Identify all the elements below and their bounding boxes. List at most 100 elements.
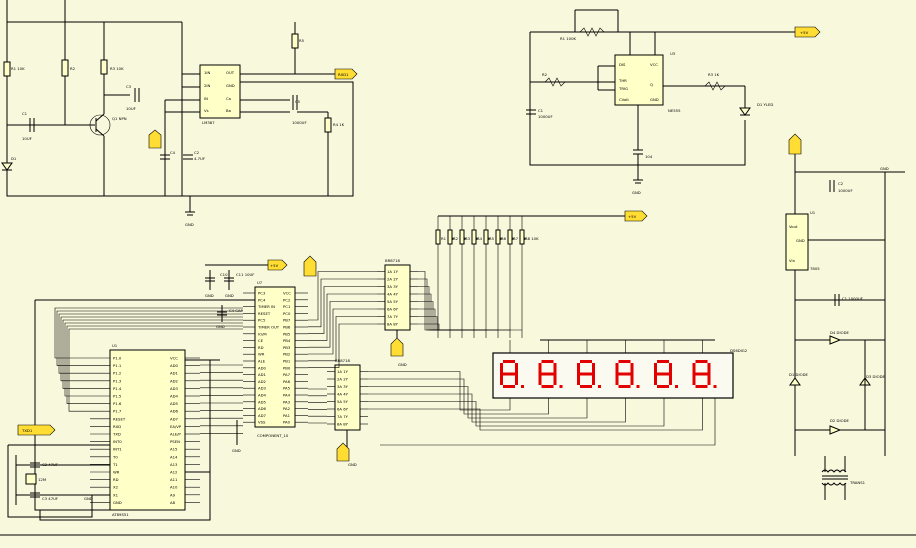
bus-wire bbox=[418, 316, 510, 331]
display-name: DS6DIG2 bbox=[730, 348, 748, 353]
pullup-resistor bbox=[447, 229, 453, 245]
mcu-pin-label: P1.3 bbox=[113, 378, 122, 383]
bus-wire bbox=[308, 308, 377, 355]
amp-pin: Ca bbox=[226, 96, 231, 101]
segment bbox=[553, 374, 557, 385]
bus-wire bbox=[368, 371, 511, 411]
io-pin-label: PB6 bbox=[283, 325, 291, 330]
net-vcc-pullup bbox=[624, 210, 648, 222]
net-label-tx-text: TXD1 bbox=[21, 428, 33, 433]
gnd-label: GND bbox=[632, 190, 641, 195]
mcu-pin-label: AD7 bbox=[170, 416, 179, 421]
net-vcc-marker-2 bbox=[303, 255, 317, 277]
cap-label-c5-value: 1000UF bbox=[292, 120, 307, 125]
mcu-pin-label: GND bbox=[113, 500, 122, 505]
buffer-row-label: 1A 1Y bbox=[337, 369, 349, 374]
amp-pin: OUT bbox=[226, 70, 235, 75]
segment bbox=[541, 372, 554, 376]
segment bbox=[692, 363, 696, 374]
mcu-pin-label: AD2 bbox=[170, 378, 179, 383]
resistor-label-r1: R1 10K bbox=[11, 66, 25, 71]
decimal-point bbox=[713, 385, 717, 388]
io-pin-label: PB7 bbox=[283, 318, 291, 323]
buffer-row-label: 7A 7Y bbox=[337, 414, 349, 419]
mcu-pin-label: X1 bbox=[113, 492, 119, 497]
resistor-label-r3: R3 10K bbox=[110, 66, 124, 71]
io-pin-label: AD5 bbox=[258, 399, 267, 404]
mcu-pin-label: P1.0 bbox=[113, 356, 122, 361]
mcu-pin-label: A13 bbox=[170, 462, 178, 467]
mcu-pin-label: A12 bbox=[170, 470, 178, 475]
amp-pin: GND bbox=[226, 83, 235, 88]
io-pin-label: PA4 bbox=[283, 393, 291, 398]
amp-chip-name: LM387 bbox=[202, 120, 215, 125]
io-pin-label: VCC bbox=[283, 291, 291, 296]
buffer-row-label: 6A 6Y bbox=[337, 407, 349, 412]
bus-wire bbox=[58, 313, 243, 374]
diode-d1-psu-icon bbox=[789, 377, 801, 386]
io-pin-label: CE bbox=[258, 338, 264, 343]
buffer-row-label: 8A 8Y bbox=[337, 422, 349, 427]
segment bbox=[541, 360, 554, 363]
io-pin-label: AD1 bbox=[258, 372, 267, 377]
segment bbox=[500, 363, 503, 374]
segment bbox=[553, 363, 557, 374]
mcu-pin-label: AD1 bbox=[170, 371, 179, 376]
bus-wire bbox=[54, 307, 243, 359]
timer-pin: CVolt bbox=[619, 97, 629, 102]
amp-pin: IN bbox=[204, 96, 208, 101]
io-pin-label: PA2 bbox=[283, 406, 291, 411]
mcu-pin-label: P1.5 bbox=[113, 394, 122, 399]
mcu-pin-label: P1.4 bbox=[113, 386, 122, 391]
bus-wire bbox=[368, 398, 703, 431]
segment bbox=[669, 374, 672, 385]
buffer-row-label: 3A 3Y bbox=[337, 384, 349, 389]
timer-pin: THR bbox=[618, 78, 627, 83]
bus-wire bbox=[308, 278, 377, 328]
decimal-point bbox=[598, 385, 601, 388]
regulator-name: 7805 bbox=[810, 266, 820, 271]
buffer-row-label: 4A 4Y bbox=[337, 392, 349, 397]
cap-label-c1-value: 10UF bbox=[22, 136, 32, 141]
mcu-block: AT89S51 U1 P1.0P1.1P1.2P1.3P1.4P1.5P1.6P… bbox=[7, 299, 255, 521]
net-vcc-marker bbox=[148, 129, 162, 149]
io-pin-label: PA3 bbox=[283, 399, 291, 404]
resistor-label-r5: R5 bbox=[299, 38, 305, 43]
mcu-pin-label: P1.6 bbox=[113, 401, 122, 406]
bus-wire bbox=[308, 323, 377, 368]
bus-wire bbox=[418, 286, 462, 331]
net-vcc-psu bbox=[788, 133, 802, 155]
io-pin-label: PB3 bbox=[283, 345, 291, 350]
buffer-chip-1 bbox=[384, 264, 411, 331]
net-label-rx bbox=[334, 68, 358, 80]
buffer-row-label: 8A 8Y bbox=[387, 322, 399, 327]
timer-pin: DIS bbox=[619, 62, 626, 67]
mcu-pin-label: WR bbox=[113, 470, 120, 475]
pullup-resistor bbox=[435, 229, 441, 245]
buffer-row-label: 4A 4Y bbox=[387, 292, 399, 297]
segment bbox=[707, 363, 711, 374]
mcu-pin-label: T1 bbox=[112, 462, 118, 467]
io-chip-name: COMPONENT_10 bbox=[257, 433, 289, 438]
bus-wire bbox=[418, 293, 474, 331]
bus-wire bbox=[308, 293, 377, 341]
bus-wire bbox=[62, 319, 243, 389]
timer555-block: R1 100K DIS THR TRIG CVolt VCC Q GND NE5… bbox=[526, 9, 821, 195]
bus-wire bbox=[368, 386, 588, 419]
cap-label-c1-psu: C1 1000UF bbox=[842, 296, 863, 301]
transformer-icon bbox=[821, 469, 847, 473]
bus-wires bbox=[54, 271, 716, 446]
net-vcc-timer-text: +5V bbox=[800, 30, 809, 35]
segment bbox=[577, 363, 580, 374]
io-pin-label: IO/M bbox=[258, 331, 267, 336]
gnd-label: GND bbox=[205, 293, 214, 298]
segment bbox=[615, 363, 619, 374]
cap-label-c3: C3 bbox=[126, 84, 132, 89]
buffer-name: BR8718 bbox=[335, 358, 350, 363]
crystal-icon bbox=[25, 473, 37, 485]
mcu-pin-label: RXD bbox=[113, 424, 121, 429]
io-pin-label: PC1 bbox=[283, 304, 291, 309]
mcu-pin-label: ALE/P bbox=[170, 432, 181, 437]
segment bbox=[580, 385, 592, 388]
